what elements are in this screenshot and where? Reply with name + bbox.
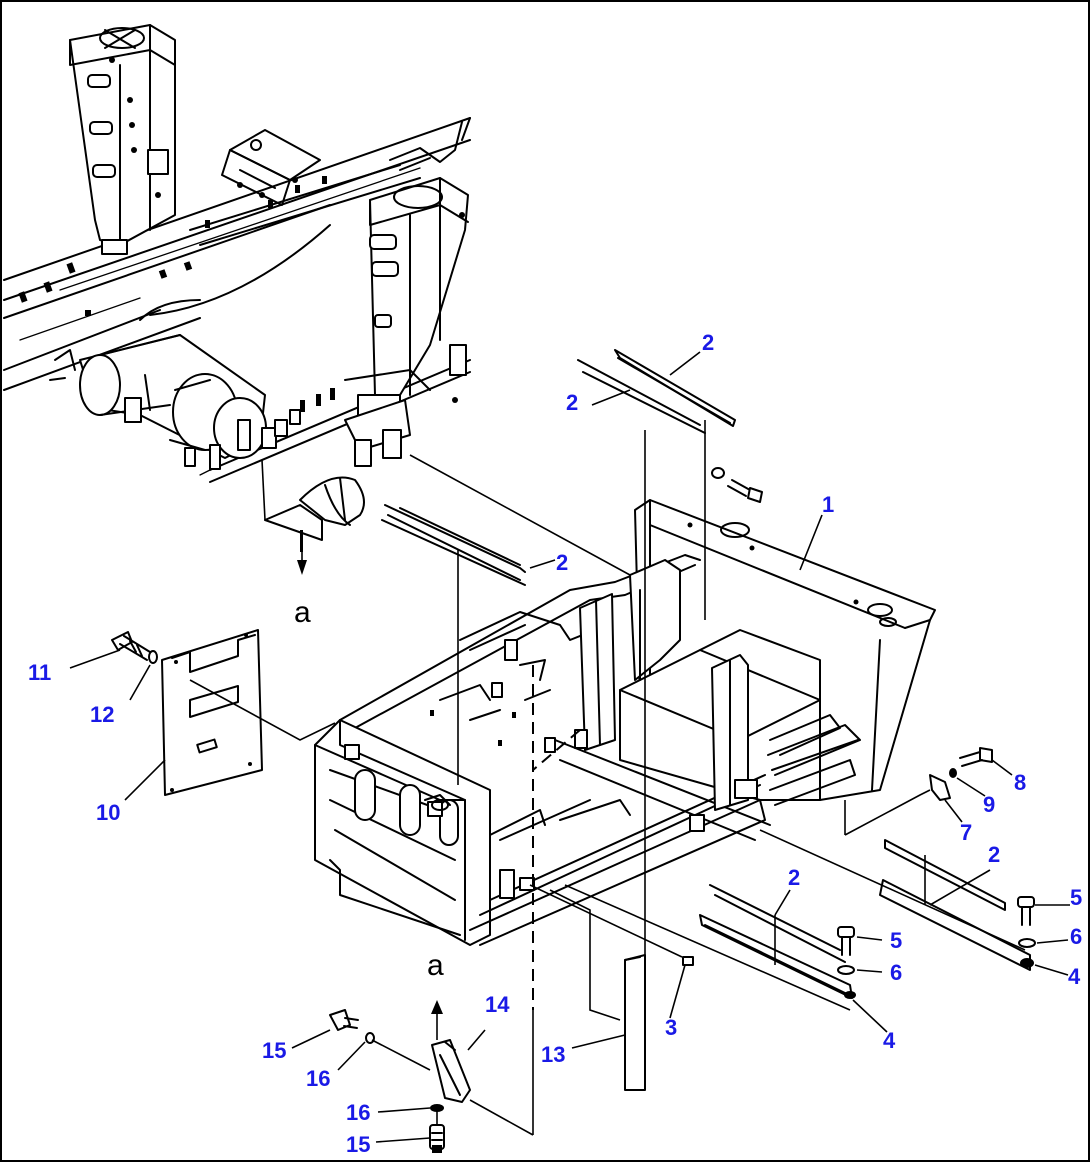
callout-4-center: 4 [883, 1028, 896, 1053]
bolt-15-bottom [429, 1124, 445, 1153]
mount-bracket [264, 399, 411, 552]
callout-4-right: 4 [1068, 964, 1081, 989]
arrow-down-a [297, 560, 307, 575]
callout-10: 10 [96, 800, 120, 825]
callout-pointers [69, 351, 1070, 1143]
reference-a-top: a [294, 596, 311, 629]
bolt-8 [959, 747, 993, 767]
box-frame [314, 499, 936, 1010]
washer-16-left [365, 1032, 375, 1044]
bolt-set-center [837, 926, 856, 999]
left-post [69, 24, 176, 255]
callout-8: 8 [1014, 770, 1026, 795]
callout-14: 14 [485, 992, 510, 1017]
callout-2-lower: 2 [788, 865, 800, 890]
callout-15-bottom: 15 [346, 1132, 370, 1157]
bolt-top [711, 467, 763, 503]
cover-plate [161, 629, 263, 796]
drive-cylinder [49, 224, 331, 470]
callout-6-center: 6 [890, 960, 902, 985]
bolt-11 [111, 631, 151, 661]
callout-2-right: 2 [988, 842, 1000, 867]
callout-6-right: 6 [1070, 924, 1082, 949]
washer-9 [949, 768, 957, 778]
callout-labels: 1 2 2 2 2 2 3 4 4 5 5 6 6 7 8 9 10 11 12… [28, 330, 1082, 1157]
bar-13 [624, 954, 646, 1091]
callout-16-bottom: 16 [346, 1100, 370, 1125]
callout-2-middle: 2 [556, 550, 568, 575]
callout-5-right: 5 [1070, 885, 1082, 910]
latch-14 [431, 1039, 471, 1103]
reference-a-bottom: a [427, 949, 444, 982]
washer-12 [148, 650, 158, 664]
callout-16-left: 16 [306, 1066, 330, 1091]
chassis-frame [3, 117, 471, 483]
part-3 [682, 956, 694, 966]
assembly-lines [189, 420, 1026, 1136]
callout-2-top: 2 [702, 330, 714, 355]
callout-1: 1 [822, 492, 834, 517]
callout-11: 11 [28, 660, 51, 685]
callout-13: 13 [541, 1042, 565, 1067]
callout-9: 9 [983, 792, 995, 817]
callout-15-left: 15 [262, 1038, 286, 1063]
clip-7 [929, 774, 951, 801]
callout-2-left: 2 [566, 390, 578, 415]
callout-5-center: 5 [890, 928, 902, 953]
arrow-up-a [431, 1000, 443, 1014]
callout-7: 7 [960, 820, 972, 845]
bolt-set-right [1017, 896, 1036, 968]
bolt-15-left [329, 1009, 359, 1031]
center-bracket [221, 129, 321, 206]
callout-3: 3 [665, 1015, 677, 1040]
callout-12: 12 [90, 702, 114, 727]
